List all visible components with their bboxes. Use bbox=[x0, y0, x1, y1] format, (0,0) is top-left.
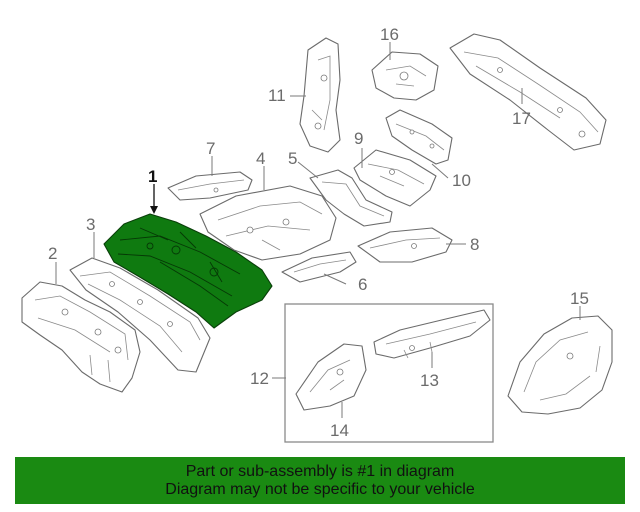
part-2-panel[interactable] bbox=[21, 281, 141, 393]
leader-lines bbox=[55, 42, 581, 418]
notice-line-1: Part or sub-assembly is #1 in diagram bbox=[185, 462, 455, 480]
notice-line-2: Diagram may not be specific to your vehi… bbox=[165, 480, 475, 498]
callout-8: 8 bbox=[470, 235, 479, 254]
callout-6: 6 bbox=[358, 275, 367, 294]
part-8-floor-panel[interactable] bbox=[357, 227, 453, 263]
part-3-rail[interactable] bbox=[69, 257, 211, 373]
part-14-bracket[interactable] bbox=[295, 343, 367, 411]
callout-4: 4 bbox=[256, 149, 265, 168]
part-15-wheelhouse[interactable] bbox=[507, 315, 613, 415]
callout-14: 14 bbox=[330, 421, 349, 440]
diagram-notice-banner: Part or sub-assembly is #1 in diagram Di… bbox=[15, 457, 625, 504]
callout-17: 17 bbox=[512, 109, 531, 128]
callout-10: 10 bbox=[452, 171, 471, 190]
part-11-pillar[interactable] bbox=[299, 37, 341, 153]
part-7-crossmember[interactable] bbox=[167, 171, 253, 201]
subassembly-12-box bbox=[284, 303, 494, 443]
callout-15: 15 bbox=[570, 289, 589, 308]
callout-1: 1 bbox=[148, 167, 157, 186]
callout-13: 13 bbox=[420, 371, 439, 390]
part-13-rail[interactable] bbox=[373, 309, 491, 359]
part-16-mount[interactable] bbox=[371, 51, 439, 101]
part-5-tunnel[interactable] bbox=[309, 169, 393, 227]
part-1-floor-pan[interactable] bbox=[103, 213, 273, 329]
part-17-reinforcement[interactable] bbox=[449, 33, 607, 151]
parts-diagram: 1 2 3 4 5 6 7 8 9 10 11 12 13 14 15 16 1… bbox=[21, 25, 613, 443]
callout-12: 12 bbox=[250, 369, 269, 388]
part-9-crossmember[interactable] bbox=[353, 149, 437, 207]
part-4-floor[interactable] bbox=[199, 185, 337, 261]
part-10-bracket[interactable] bbox=[385, 109, 453, 165]
callout-5: 5 bbox=[288, 149, 297, 168]
callout-2: 2 bbox=[48, 244, 57, 263]
callout-11: 11 bbox=[268, 86, 286, 105]
callout-7: 7 bbox=[206, 139, 215, 158]
part-6-bracket[interactable] bbox=[281, 251, 357, 283]
callout-16: 16 bbox=[380, 25, 399, 44]
callout-9: 9 bbox=[354, 129, 363, 148]
callout-3: 3 bbox=[86, 215, 95, 234]
